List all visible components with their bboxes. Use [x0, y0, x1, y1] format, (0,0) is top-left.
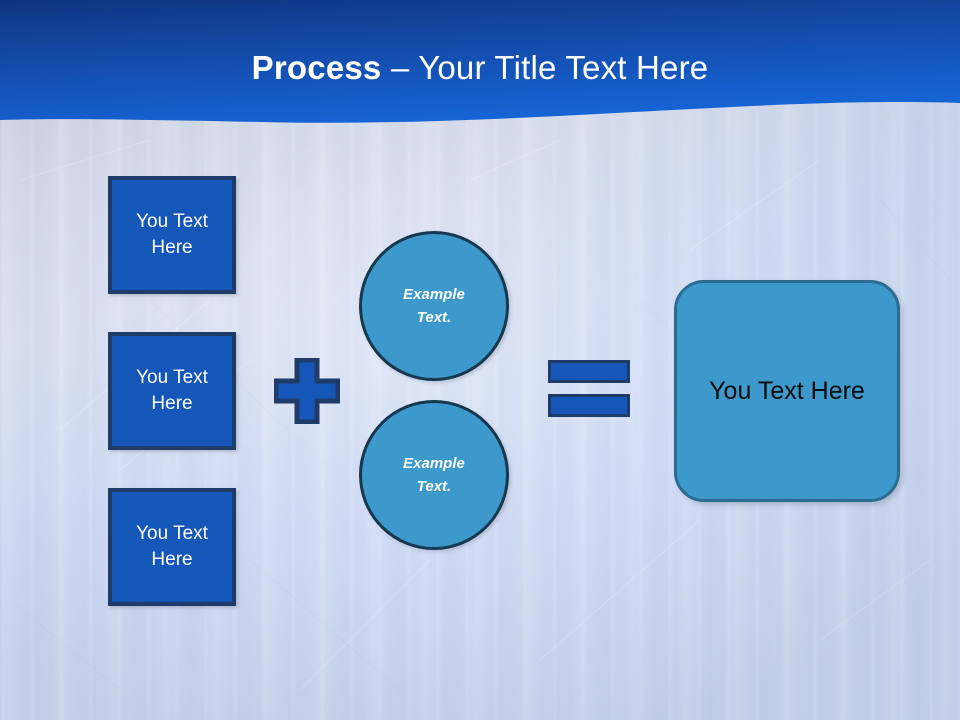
result-box-label: You Text Here: [709, 376, 865, 405]
input-box-1-line2: Here: [151, 237, 193, 258]
page-title-rest: Your Title Text Here: [418, 49, 709, 86]
page-title-strong: Process: [251, 49, 382, 86]
input-box-3-label: You Text Here: [136, 521, 208, 572]
input-box-2-line2: Here: [151, 393, 193, 414]
input-box-3-line2: Here: [151, 549, 193, 570]
input-box-1-line1: You Text: [136, 211, 208, 233]
input-box-1[interactable]: You Text Here: [108, 176, 236, 294]
modifier-circle-1-label: Example Text.: [403, 283, 465, 330]
equals-icon: [548, 360, 630, 422]
plus-icon: [274, 358, 340, 424]
input-box-2-line1: You Text: [136, 367, 208, 389]
modifier-circle-1-line1: Example: [403, 285, 465, 303]
modifier-circle-2-label: Example Text.: [403, 452, 465, 499]
modifier-circle-1[interactable]: Example Text.: [359, 231, 509, 381]
input-box-1-label: You Text Here: [136, 209, 208, 260]
input-box-3[interactable]: You Text Here: [108, 488, 236, 606]
modifier-circle-2-line1: Example: [403, 454, 465, 472]
modifier-circle-2-line2: Text.: [416, 478, 452, 495]
header-banner: Process – Your Title Text Here: [0, 0, 960, 135]
input-box-2-label: You Text Here: [136, 365, 208, 416]
modifier-circle-2[interactable]: Example Text.: [359, 400, 509, 550]
equals-bar-top: [548, 360, 630, 383]
input-box-2[interactable]: You Text Here: [108, 332, 236, 450]
input-box-3-line1: You Text: [136, 523, 208, 545]
result-box[interactable]: You Text Here: [674, 280, 900, 502]
page-title-separator: –: [381, 49, 419, 86]
modifier-circle-1-line2: Text.: [416, 309, 452, 326]
page-title: Process – Your Title Text Here: [0, 49, 960, 86]
equals-bar-bottom: [548, 394, 630, 417]
